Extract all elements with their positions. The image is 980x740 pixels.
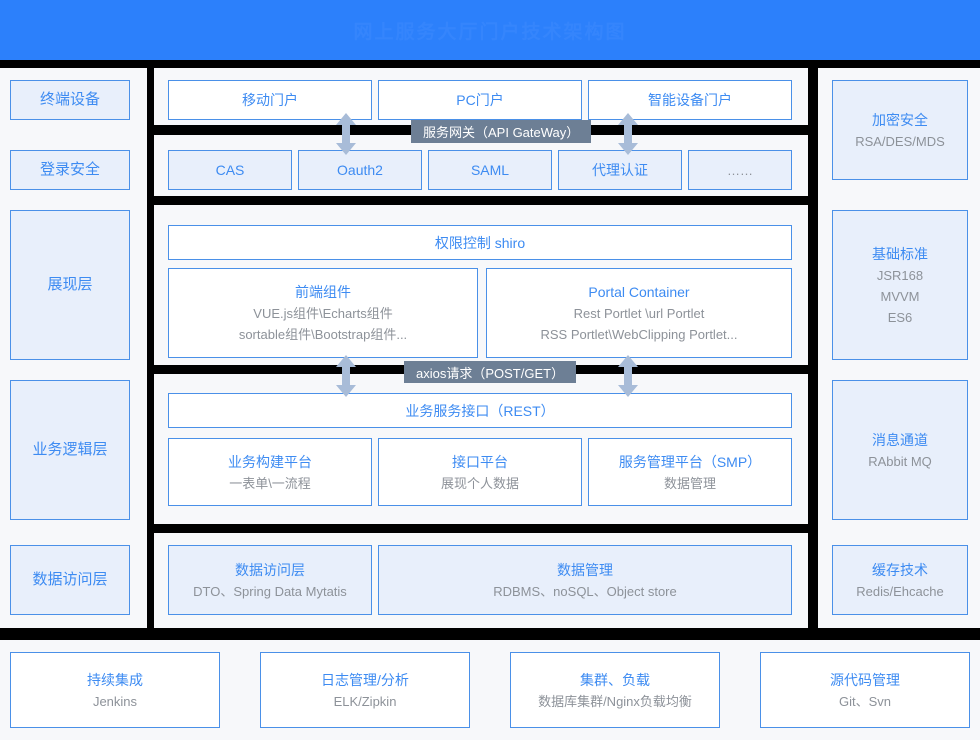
bottom-box-ci-sub: Jenkins [92,693,138,709]
double-arrow-vertical-icon [617,113,639,155]
portal-box-smart-device-label: 智能设备门户 [648,92,732,108]
auth-box-oauth2: Oauth2 [298,150,422,190]
business-box-interface-platform: 接口平台 展现个人数据 [378,438,582,506]
layer-label-business-logic-text: 业务逻辑层 [32,441,108,458]
presentation-portal-container-line2: RSS Portlet\WebClipping Portlet... [540,327,738,342]
layer-label-login-security: 登录安全 [10,150,130,190]
sidebox-base-standards-sub-2: MVVM [880,288,920,304]
badge-api-gateway: 服务网关（API GateWay） [411,120,592,143]
sidebox-message-channel: 消息通道 RAbbit MQ [832,380,968,520]
data-box-access-layer-sub: DTO、Spring Data Mytatis [193,583,347,599]
business-box-build-platform-sub: 一表单\一流程 [229,475,311,491]
presentation-frontend-components: 前端组件 VUE.js组件\Echarts组件 sortable组件\Boots… [168,268,478,358]
auth-box-proxy-auth: 代理认证 [558,150,682,190]
bottom-box-source-control: 源代码管理 Git、Svn [760,652,970,728]
page-title: 网上服务大厅门户技术架构图 [353,21,627,43]
business-box-service-management-sub: 数据管理 [663,475,716,491]
layer-label-terminal-text: 终端设备 [39,91,100,108]
business-box-interface-platform-title: 接口平台 [452,453,508,470]
sidebox-base-standards: 基础标准 JSR168 MVVM ES6 [832,210,968,360]
auth-box-more-label: …… [727,162,753,178]
data-box-access-layer: 数据访问层 DTO、Spring Data Mytatis [168,545,372,615]
presentation-permission-control-label: 权限控制 shiro [434,234,526,251]
business-service-interface: 业务服务接口（REST） [168,393,792,428]
auth-box-cas: CAS [168,150,292,190]
presentation-permission-control: 权限控制 shiro [168,225,792,260]
business-box-service-management: 服务管理平台（SMP） 数据管理 [588,438,792,506]
portal-box-mobile: 移动门户 [168,80,372,120]
sidebox-message-channel-sub: RAbbit MQ [868,453,932,469]
double-arrow-vertical-icon [617,355,639,397]
business-service-interface-label: 业务服务接口（REST） [405,402,555,419]
auth-box-cas-label: CAS [215,162,245,178]
data-box-management: 数据管理 RDBMS、noSQL、Object store [378,545,792,615]
auth-box-proxy-auth-label: 代理认证 [592,162,648,178]
bottom-box-source-control-sub: Git、Svn [838,693,891,709]
frame-bar-top [0,60,980,68]
business-box-build-platform: 业务构建平台 一表单\一流程 [168,438,372,506]
sidebox-encryption-security-sub: RSA/DES/MDS [855,133,945,149]
presentation-portal-container-title: Portal Container [588,284,690,300]
page-header: 网上服务大厅门户技术架构图 [0,0,980,60]
presentation-portal-container-line1: Rest Portlet \url Portlet [573,306,705,321]
bottom-box-ci: 持续集成 Jenkins [10,652,220,728]
sidebox-base-standards-sub-1: JSR168 [876,267,924,283]
portal-box-pc-label: PC门户 [456,92,504,108]
presentation-portal-container: Portal Container Rest Portlet \url Portl… [486,268,792,358]
frame-bar-data-divider [147,524,818,533]
presentation-frontend-components-line2: sortable组件\Bootstrap组件... [238,327,408,342]
portal-box-pc: PC门户 [378,80,582,120]
business-box-interface-platform-sub: 展现个人数据 [440,475,519,491]
business-box-service-management-title: 服务管理平台（SMP） [618,453,762,470]
sidebox-encryption-security: 加密安全 RSA/DES/MDS [832,80,968,180]
data-box-management-sub: RDBMS、noSQL、Object store [493,583,677,599]
bottom-box-cluster-title: 集群、负载 [580,671,650,688]
bottom-box-logging-sub: ELK/Zipkin [333,693,397,709]
layer-label-presentation-text: 展现层 [47,276,93,293]
frame-bar-right [808,60,818,640]
layer-label-terminal: 终端设备 [10,80,130,120]
data-box-access-layer-title: 数据访问层 [235,561,305,578]
layer-label-business-logic: 业务逻辑层 [10,380,130,520]
layer-label-data-access-text: 数据访问层 [32,571,108,588]
double-arrow-vertical-icon [335,113,357,155]
sidebox-cache-tech-sub: Redis/Ehcache [856,583,944,599]
presentation-frontend-components-title: 前端组件 [295,284,351,300]
portal-box-smart-device: 智能设备门户 [588,80,792,120]
bottom-box-cluster: 集群、负载 数据库集群/Nginx负载均衡 [510,652,720,728]
layer-label-login-security-text: 登录安全 [39,161,100,178]
bottom-box-logging-title: 日志管理/分析 [321,671,409,688]
badge-axios-request: axios请求（POST/GET） [404,361,577,383]
bottom-box-source-control-title: 源代码管理 [830,671,900,688]
double-arrow-vertical-icon [335,355,357,397]
layer-label-data-access: 数据访问层 [10,545,130,615]
portal-box-mobile-label: 移动门户 [242,92,298,108]
sidebox-base-standards-sub-3: ES6 [887,309,913,325]
auth-box-saml: SAML [428,150,552,190]
frame-bar-left [147,60,154,640]
sidebox-cache-tech-title: 缓存技术 [872,561,928,578]
frame-bar-presentation-divider [147,196,818,205]
auth-box-more: …… [688,150,792,190]
business-box-build-platform-title: 业务构建平台 [228,453,312,470]
sidebox-message-channel-title: 消息通道 [872,431,928,448]
bottom-box-logging: 日志管理/分析 ELK/Zipkin [260,652,470,728]
auth-box-saml-label: SAML [470,162,510,178]
layer-label-presentation: 展现层 [10,210,130,360]
bottom-box-ci-title: 持续集成 [87,671,143,688]
auth-box-oauth2-label: Oauth2 [337,162,383,178]
bottom-box-cluster-sub: 数据库集群/Nginx负载均衡 [538,693,692,709]
sidebox-cache-tech: 缓存技术 Redis/Ehcache [832,545,968,615]
data-box-management-title: 数据管理 [557,561,613,578]
sidebox-encryption-security-title: 加密安全 [872,111,928,128]
sidebox-base-standards-title: 基础标准 [872,245,928,262]
frame-bar-bottom [0,628,980,640]
presentation-frontend-components-line1: VUE.js组件\Echarts组件 [253,306,393,321]
